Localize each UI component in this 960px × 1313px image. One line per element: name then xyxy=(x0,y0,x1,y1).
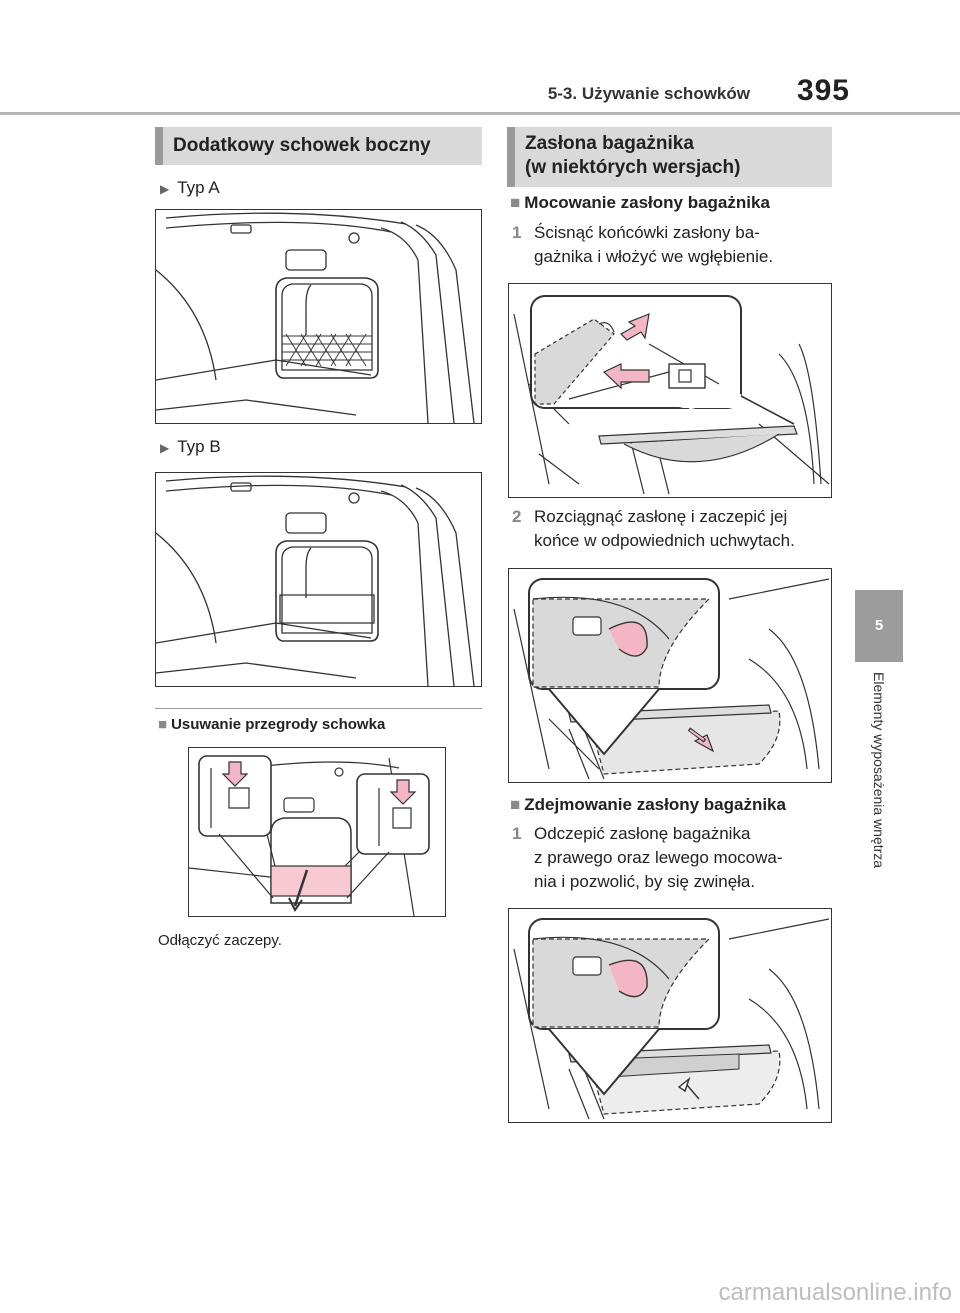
step-1: 1 Ścisnąć końcówki zasłony ba- gażnika i… xyxy=(512,221,832,269)
section-heading-line1: Zasłona bagażnika xyxy=(525,133,694,154)
type-a-label: ▶ Typ A xyxy=(160,178,220,198)
square-bullet-icon: ■ xyxy=(510,193,521,212)
figure-type-a xyxy=(155,209,482,424)
step-line: Rozciągnąć zasłonę i zaczepić jej xyxy=(534,507,788,526)
section-heading-side-storage: Dodatkowy schowek boczny xyxy=(155,127,482,165)
square-bullet-icon: ■ xyxy=(158,716,168,733)
chapter-title-vertical: Elementy wyposażenia wnętrza xyxy=(857,672,901,942)
removal-heading-text: Usuwanie przegrody schowka xyxy=(171,716,386,733)
step-line: z prawego oraz lewego mocowa- xyxy=(534,848,783,867)
cargo-side-storage-partition-illustration xyxy=(155,475,475,687)
figure-type-b xyxy=(155,472,482,687)
step-2: 2 Rozciągnąć zasłonę i zaczepić jej końc… xyxy=(512,505,832,553)
type-a-text: Typ A xyxy=(177,178,220,197)
triangle-bullet-icon: ▶ xyxy=(160,182,170,196)
cover-remove-illustration xyxy=(513,918,830,1120)
removal-caption: Odłączyć zaczepy. xyxy=(158,932,282,949)
step-line: Odczepić zasłonę bagażnika xyxy=(534,824,751,843)
type-b-label: ▶ Typ B xyxy=(160,437,221,457)
section-heading-line2: (w niektórych wersjach) xyxy=(525,157,741,178)
removal-heading: ■Usuwanie przegrody schowka xyxy=(158,716,385,733)
triangle-bullet-icon: ▶ xyxy=(160,441,170,455)
mount-heading: ■Mocowanie zasłony bagażnika xyxy=(510,193,770,213)
running-header-title: 5-3. Używanie schowków xyxy=(547,84,750,103)
step-3: 1 Odczepić zasłonę bagażnika z prawego o… xyxy=(512,822,832,894)
section-heading-text: Dodatkowy schowek boczny xyxy=(173,135,431,156)
figure-cover-remove xyxy=(508,908,832,1123)
remove-heading-text: Zdejmowanie zasłony bagażnika xyxy=(524,795,786,814)
page-number: 395 xyxy=(796,74,850,107)
mount-heading-text: Mocowanie zasłony bagażnika xyxy=(524,193,770,212)
type-b-text: Typ B xyxy=(177,437,221,456)
cover-extend-illustration xyxy=(513,578,830,780)
figure-cover-extend xyxy=(508,568,832,783)
step-line: końce w odpowiednich uchwytach. xyxy=(534,531,795,550)
cover-mount-illustration xyxy=(513,295,830,495)
section-heading-tonneau-cover: Zasłona bagażnika (w niektórych wersjach… xyxy=(507,127,832,187)
chapter-tab: 5 xyxy=(855,590,903,662)
remove-heading: ■Zdejmowanie zasłony bagażnika xyxy=(510,795,786,815)
header-divider xyxy=(0,112,960,115)
step-line: gażnika i włożyć we wgłębienie. xyxy=(534,247,774,266)
step-line: nia i pozwolić, by się zwinęła. xyxy=(534,872,756,891)
step-number: 1 xyxy=(512,223,522,242)
step-number: 1 xyxy=(512,824,522,843)
section-rule xyxy=(155,708,482,709)
square-bullet-icon: ■ xyxy=(510,795,521,814)
step-line: Ścisnąć końcówki zasłony ba- xyxy=(534,223,760,242)
watermark: carmanualsonline.info xyxy=(718,1279,952,1306)
figure-partition-removal xyxy=(188,747,446,917)
cargo-side-storage-net-illustration xyxy=(155,212,475,424)
partition-removal-illustration xyxy=(188,755,430,917)
chapter-title-text: Elementy wyposażenia wnętrza xyxy=(871,672,887,869)
step-number: 2 xyxy=(512,507,522,526)
figure-cover-mount xyxy=(508,283,832,498)
